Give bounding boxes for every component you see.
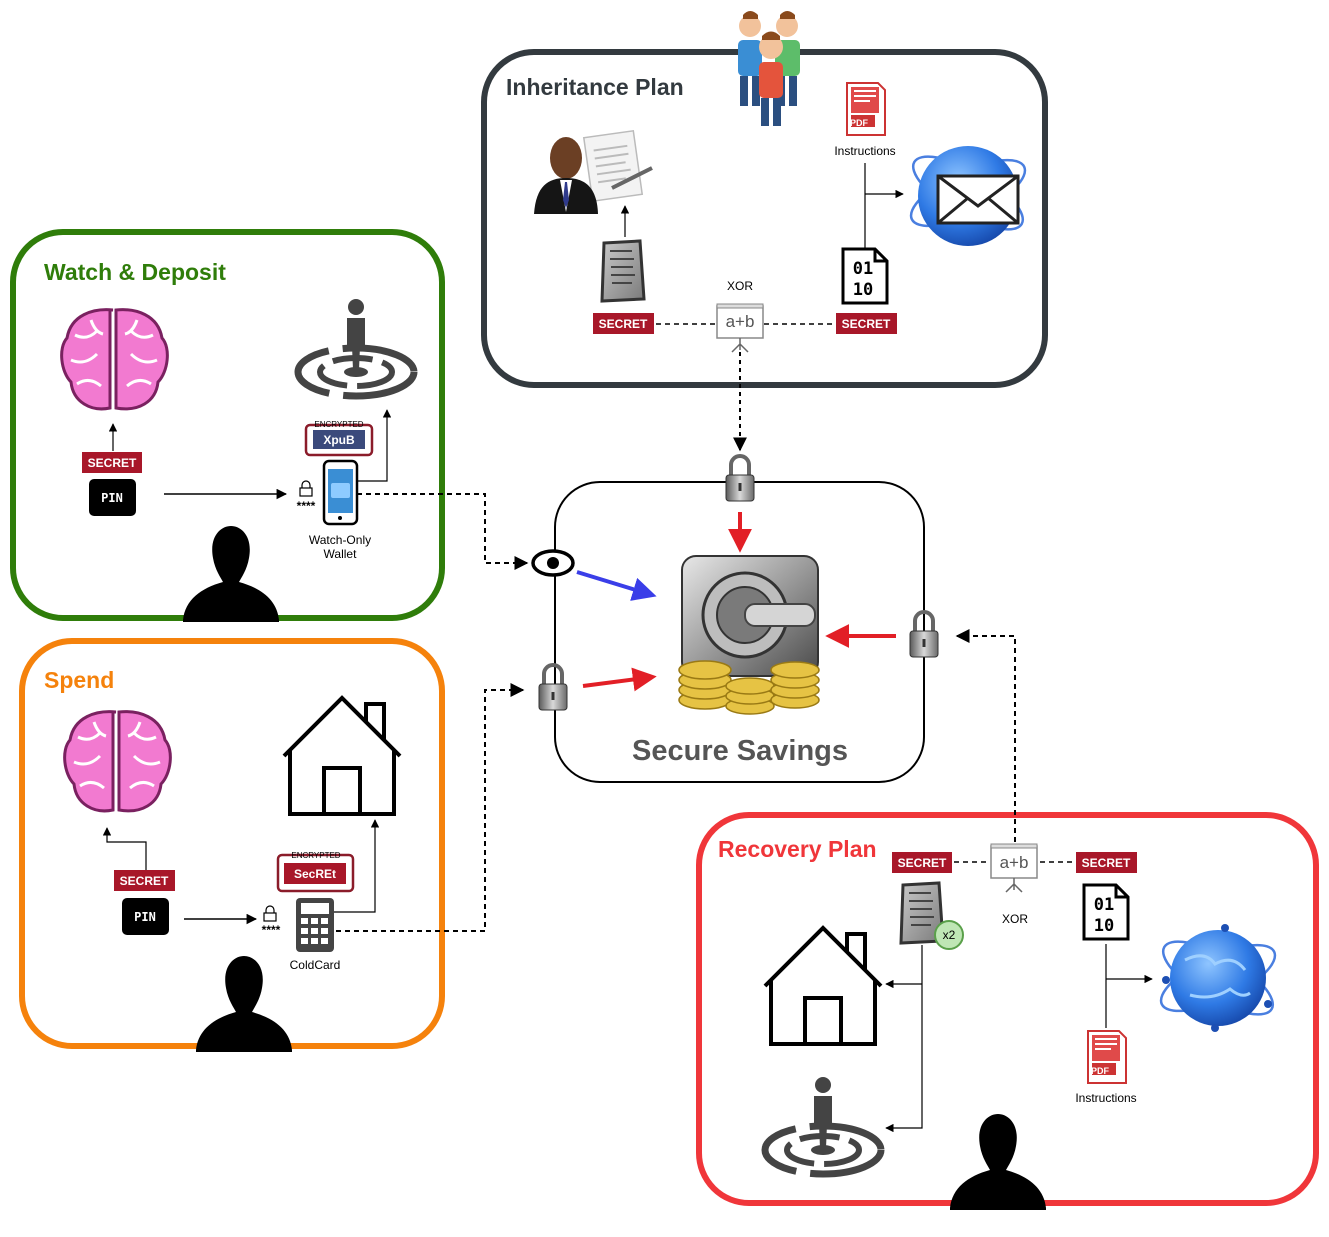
small-lock-icon <box>263 905 277 922</box>
xor-board-icon: a+b <box>716 303 764 353</box>
brain-icon <box>63 710 172 813</box>
svg-text:a+b: a+b <box>726 312 755 331</box>
lock-icon <box>537 663 569 712</box>
xor-label: XOR <box>1002 912 1028 926</box>
svg-text:SECRET: SECRET <box>120 874 169 888</box>
svg-text:PIN: PIN <box>134 910 156 924</box>
secret-tag: SECRET <box>593 313 654 334</box>
pin-badge: PIN <box>122 898 169 935</box>
stone-tablet-icon <box>600 239 646 303</box>
binary-file-icon: 01 10 <box>1082 883 1130 941</box>
calculator-icon <box>296 898 334 952</box>
pdf-icon: PDF <box>846 82 886 136</box>
svg-text:01: 01 <box>853 259 873 279</box>
svg-text:SECRET: SECRET <box>599 317 648 331</box>
house-icon <box>763 926 883 1046</box>
secret-tag: SECRET <box>114 870 175 891</box>
globe-mail-icon <box>909 146 1027 246</box>
xor-label: XOR <box>727 279 753 293</box>
svg-text:10: 10 <box>853 280 873 300</box>
svg-text:PDF: PDF <box>1091 1066 1110 1076</box>
wallet-label-2: Wallet <box>324 547 358 561</box>
pin-badge: PIN <box>89 479 136 516</box>
person-silhouette-icon <box>950 1114 1046 1210</box>
svg-text:SECRET: SECRET <box>1082 856 1131 870</box>
brain-icon <box>60 308 169 411</box>
person-silhouette-icon <box>196 956 292 1052</box>
arrow-wallet-to-radar <box>357 409 392 482</box>
eye-icon <box>531 549 575 577</box>
svg-text:SECRET: SECRET <box>88 456 137 470</box>
arrow-red-left <box>582 667 657 692</box>
wallet-label-1: Watch-Only <box>309 533 371 547</box>
vault-title: Secure Savings <box>632 735 848 767</box>
secret-tag: SECRET <box>836 313 897 334</box>
instructions-label: Instructions <box>834 144 895 158</box>
arrow-wallet-to-eye <box>357 493 529 570</box>
arrow-secret-to-brain-spend <box>102 827 147 870</box>
watch-title: Watch & Deposit <box>44 259 226 285</box>
encrypted-secret-box: ENCRYPTED SecREt <box>276 851 355 893</box>
svg-text:ENCRYPTED: ENCRYPTED <box>291 851 340 860</box>
lock-icon <box>724 454 756 503</box>
arrow-recovery-to-lock <box>955 629 1016 842</box>
person-silhouette-icon <box>183 526 279 622</box>
svg-text:PIN: PIN <box>101 491 123 505</box>
svg-text:SecREt: SecREt <box>294 867 336 881</box>
svg-text:SECRET: SECRET <box>842 317 891 331</box>
secret-tag: SECRET <box>1076 852 1137 873</box>
pdf-icon: PDF <box>1087 1030 1127 1084</box>
family-icon <box>738 11 800 126</box>
svg-text:ENCRYPTED: ENCRYPTED <box>314 420 363 429</box>
binary-file-icon: 01 10 <box>841 247 889 305</box>
secret-tag: SECRET <box>82 452 142 473</box>
pin-stars: **** <box>262 923 281 937</box>
recovery-title: Recovery Plan <box>718 836 877 862</box>
coldcard-label: ColdCard <box>290 958 341 972</box>
svg-text:a+b: a+b <box>1000 853 1029 872</box>
businessman-icon <box>534 129 653 214</box>
arrow-coldcard-to-lock <box>336 683 525 932</box>
secret-tag: SECRET <box>892 852 952 873</box>
arrow-blue-eye <box>576 570 657 601</box>
arrow-coldcard-to-house <box>334 819 380 913</box>
house-icon <box>282 696 402 816</box>
x2-badge: x2 <box>934 920 964 950</box>
arrow-tablet-to-radar <box>885 945 923 1133</box>
svg-text:10: 10 <box>1094 916 1114 936</box>
spend-title: Spend <box>44 667 114 693</box>
vault-coins-icon <box>678 555 820 715</box>
pin-stars: **** <box>297 499 316 513</box>
svg-text:PDF: PDF <box>850 118 869 128</box>
small-lock-icon <box>299 480 313 497</box>
radar-person-icon <box>765 1077 881 1174</box>
inheritance-title: Inheritance Plan <box>506 74 684 100</box>
globe-icon <box>1159 924 1277 1032</box>
xor-board-icon: a+b <box>990 843 1038 893</box>
instructions-label: Instructions <box>1075 1091 1136 1105</box>
svg-text:XpuB: XpuB <box>323 433 355 447</box>
svg-text:SECRET: SECRET <box>898 856 947 870</box>
svg-text:x2: x2 <box>943 928 956 942</box>
svg-text:01: 01 <box>1094 895 1114 915</box>
phone-icon <box>322 459 359 526</box>
radar-person-icon <box>298 299 414 396</box>
encrypted-xpub-box: ENCRYPTED XpuB <box>304 420 374 457</box>
